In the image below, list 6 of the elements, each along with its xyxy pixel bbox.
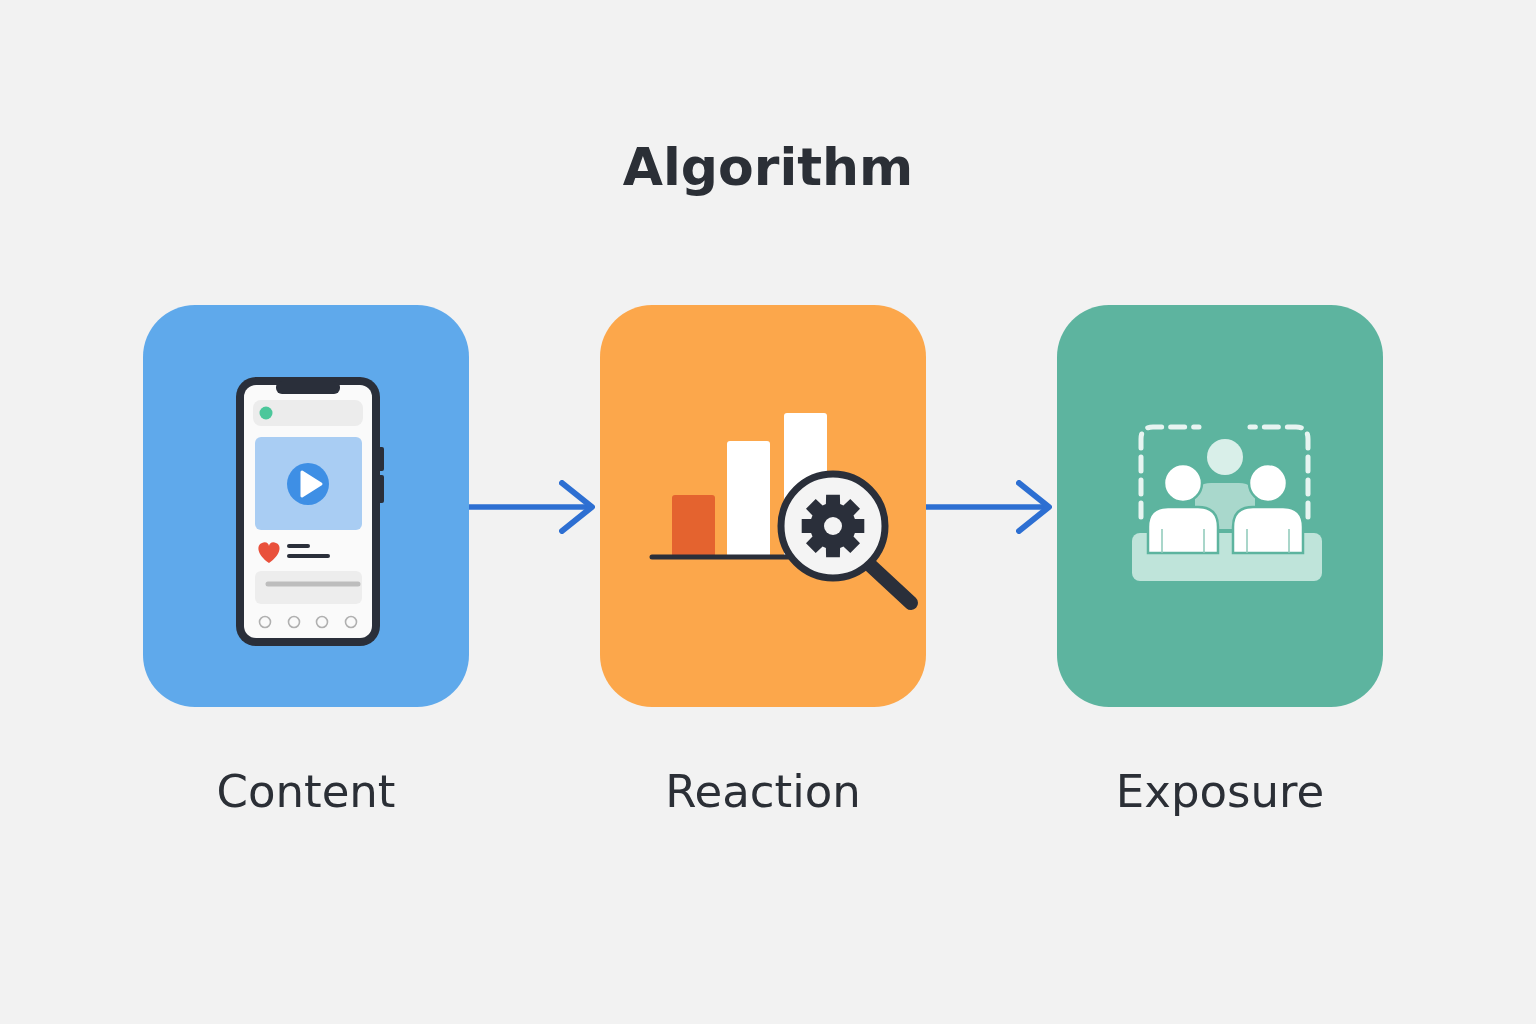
- tile-caption: Reaction: [665, 764, 861, 820]
- arrow: [926, 480, 1052, 534]
- diagram-title: Algorithm: [622, 137, 914, 197]
- tile-caption: Content: [216, 764, 396, 820]
- tile-caption: Exposure: [1115, 764, 1325, 820]
- arrow: [469, 480, 595, 534]
